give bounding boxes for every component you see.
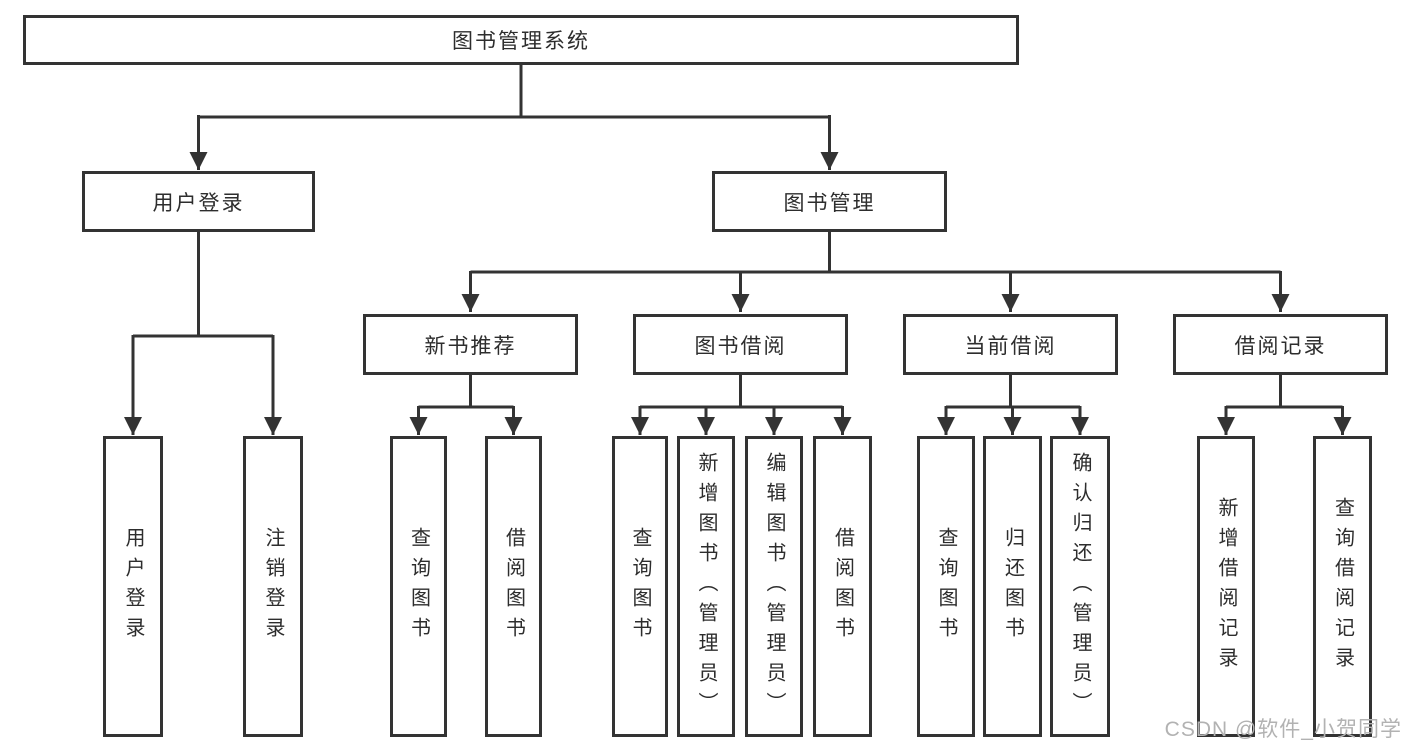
node-label: 查询图书: [407, 526, 430, 647]
node-leaf-query-books-recommend: 查询图书: [390, 436, 447, 737]
node-book-management: 图书管理: [712, 171, 947, 232]
node-label: 归还图书: [1001, 526, 1024, 647]
node-leaf-confirm-return-admin: 确认归还（管理员）: [1050, 436, 1110, 737]
node-label: 当前借阅: [964, 334, 1057, 358]
node-leaf-logout: 注销登录: [243, 436, 303, 737]
node-leaf-add-borrow-record: 新增借阅记录: [1197, 436, 1255, 737]
node-label: 编辑图书（管理员）: [763, 451, 785, 722]
node-book-borrowing: 图书借阅: [633, 314, 848, 375]
node-current-borrowing: 当前借阅: [903, 314, 1118, 375]
node-leaf-add-books-admin: 新增图书（管理员）: [677, 436, 735, 737]
node-label: 查询借阅记录: [1331, 496, 1354, 677]
node-label: 注销登录: [262, 526, 284, 647]
node-leaf-borrow-books-recommend: 借阅图书: [485, 436, 542, 737]
node-new-book-recommendation: 新书推荐: [363, 314, 578, 375]
node-label: 图书管理系统: [452, 30, 590, 53]
node-leaf-query-books-borrow: 查询图书: [612, 436, 668, 737]
node-label: 借阅记录: [1234, 334, 1327, 358]
node-label: 查询图书: [935, 526, 957, 647]
node-label: 查询图书: [629, 526, 651, 647]
node-label: 图书管理: [783, 191, 876, 215]
node-user-login: 用户登录: [82, 171, 315, 232]
node-label: 确认归还（管理员）: [1069, 451, 1091, 722]
node-leaf-query-borrow-record: 查询借阅记录: [1313, 436, 1372, 737]
node-leaf-query-books-current: 查询图书: [917, 436, 975, 737]
node-label: 借阅图书: [502, 526, 525, 647]
node-leaf-user-login: 用户登录: [103, 436, 163, 737]
node-label: 新书推荐: [424, 334, 517, 358]
node-label: 新增借阅记录: [1215, 496, 1237, 677]
node-borrowing-records: 借阅记录: [1173, 314, 1388, 375]
node-label: 用户登录: [122, 526, 144, 647]
node-leaf-edit-books-admin: 编辑图书（管理员）: [745, 436, 803, 737]
node-library-management-system: 图书管理系统: [23, 15, 1019, 65]
csdn-watermark: CSDN @软件_小贺同学: [1164, 718, 1402, 741]
node-label: 借阅图书: [831, 526, 854, 647]
node-label: 用户登录: [152, 191, 245, 215]
node-leaf-borrow-books: 借阅图书: [813, 436, 872, 737]
node-label: 新增图书（管理员）: [695, 451, 717, 722]
node-label: 图书借阅: [694, 334, 787, 358]
node-leaf-return-books: 归还图书: [983, 436, 1042, 737]
